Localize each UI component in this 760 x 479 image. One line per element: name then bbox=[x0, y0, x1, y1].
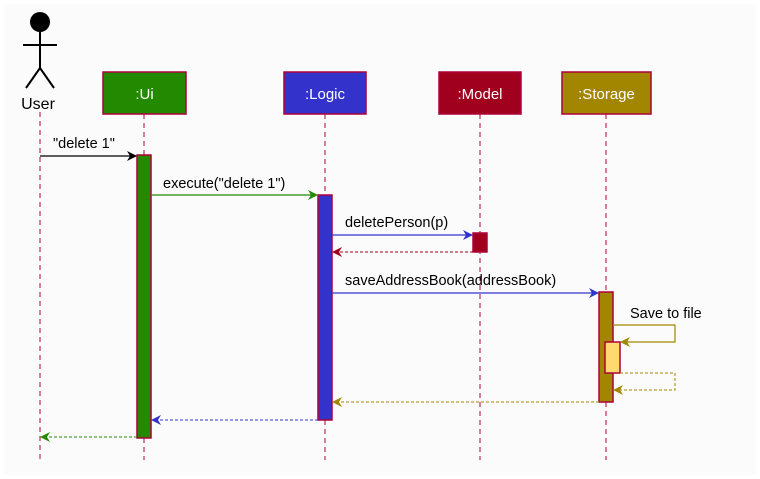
participant-label: :Storage bbox=[578, 86, 635, 103]
message-label: Save to file bbox=[630, 306, 702, 322]
message-delete-command: "delete 1" bbox=[40, 136, 137, 161]
message-label: deletePerson(p) bbox=[345, 215, 448, 231]
return-save-to-file bbox=[613, 372, 676, 395]
message-delete-person: deletePerson(p) bbox=[332, 215, 473, 240]
participant-label: :Ui bbox=[135, 86, 153, 103]
activation-model bbox=[472, 232, 488, 253]
activation-storage-file bbox=[604, 341, 621, 374]
message-label: "delete 1" bbox=[53, 136, 115, 152]
message-execute: execute("delete 1") bbox=[151, 176, 318, 200]
activation-ui bbox=[136, 154, 152, 439]
message-save-address-book: saveAddressBook(addressBook) bbox=[332, 273, 599, 298]
participant-model: :Model bbox=[438, 71, 522, 115]
participant-label: :Logic bbox=[305, 86, 346, 103]
message-label: saveAddressBook(addressBook) bbox=[345, 273, 556, 289]
participant-storage: :Storage bbox=[561, 71, 652, 115]
participant-logic: :Logic bbox=[283, 71, 367, 115]
actor-label: User bbox=[21, 96, 55, 113]
message-label: execute("delete 1") bbox=[163, 176, 285, 192]
user-actor: User bbox=[21, 12, 57, 113]
message-save-to-file: Save to file bbox=[613, 306, 702, 347]
participant-label: :Model bbox=[457, 86, 502, 103]
actor-head-icon bbox=[30, 12, 50, 32]
participant-ui: :Ui bbox=[102, 71, 187, 115]
activation-logic bbox=[317, 194, 333, 421]
